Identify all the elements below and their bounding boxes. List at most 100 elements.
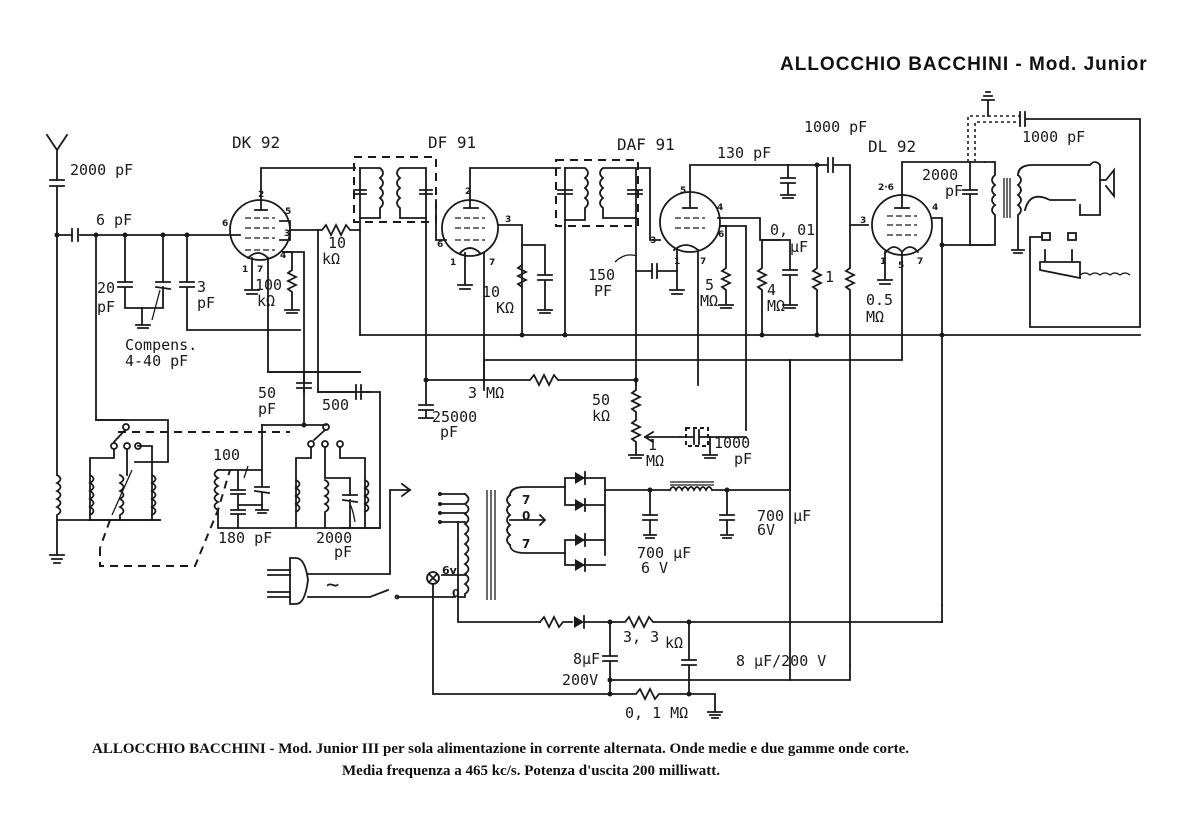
ground-icon	[981, 91, 995, 117]
if-transformer-1	[353, 156, 437, 223]
svg-text:1: 1	[242, 265, 248, 275]
r-50k-label: 50	[592, 391, 610, 409]
cap-700b-label: 700 µF	[757, 507, 811, 525]
cap-1000-fb-label: 1000	[714, 434, 750, 452]
antenna-icon	[45, 133, 69, 181]
cap-001-unit: µF	[790, 238, 808, 256]
band-switch-antenna[interactable]	[88, 419, 157, 521]
cap-130-label: 130 pF	[717, 144, 771, 162]
svg-text:4: 4	[932, 203, 938, 213]
cap-20-label: 20	[97, 279, 115, 297]
volume-potentiometer	[628, 379, 644, 459]
r-05m-unit: MΩ	[866, 308, 884, 326]
tube-dl92	[789, 161, 986, 681]
svg-text:6: 6	[437, 240, 443, 250]
cap-8uf-voltage: 200V	[562, 671, 598, 689]
r-01m-label: 0, 1 MΩ	[625, 704, 688, 722]
rectifier-bridge	[564, 471, 606, 572]
cap-2000-out-unit: pF	[945, 182, 963, 200]
input-cap-label: 6 pF	[96, 211, 132, 229]
tube-dk92-label: DK 92	[232, 133, 280, 152]
r-4m-unit: MΩ	[767, 297, 785, 315]
compens-label: Compens.	[125, 336, 197, 354]
cap-700a-label: 700 µF	[637, 544, 691, 562]
r-3m-label: 3 MΩ	[468, 384, 504, 402]
tube-dk92	[229, 167, 361, 373]
earphone-plug-icon	[1039, 232, 1131, 280]
svg-text:7: 7	[522, 537, 530, 551]
svg-text:3: 3	[284, 229, 290, 239]
cap-25000-label: 25000	[432, 408, 477, 426]
cap-150-unit: PF	[594, 282, 612, 300]
svg-text:4: 4	[280, 251, 286, 261]
svg-text:5: 5	[285, 207, 291, 217]
cap-3-unit: pF	[197, 294, 215, 312]
svg-text:7: 7	[700, 257, 706, 267]
svg-text:7: 7	[257, 265, 263, 275]
cap-25000-unit: pF	[440, 423, 458, 441]
r-1-label: 1	[825, 268, 834, 286]
svg-text:7: 7	[522, 493, 530, 507]
ground-icon	[135, 307, 151, 329]
cap-150-label: 150	[588, 266, 615, 284]
tube-dl92-label: DL 92	[868, 137, 916, 156]
cap-8uf-200-label: 8 µF/200 V	[736, 652, 826, 670]
cap-100-label: 100	[213, 446, 240, 464]
svg-text:3: 3	[505, 215, 511, 225]
svg-text:0: 0	[452, 587, 460, 600]
cap-001-label: 0, 01	[770, 221, 815, 239]
r-10k-b-label: 10	[482, 283, 500, 301]
antenna-cap-label: 2000 pF	[70, 161, 133, 179]
svg-text:7: 7	[917, 257, 923, 267]
header-title: ALLOCCHIO BACCHINI - Mod. Junior	[780, 54, 1148, 75]
cap-700a-voltage: 6 V	[641, 559, 668, 577]
svg-text:2: 2	[465, 187, 471, 197]
output-transformer	[969, 161, 1101, 254]
r-100k-label: 100	[255, 276, 282, 294]
svg-text:1: 1	[674, 257, 680, 267]
band-switch-oscillator[interactable]	[261, 422, 370, 529]
r-5m-label: 5	[705, 276, 714, 294]
svg-text:3: 3	[860, 216, 866, 226]
caption-line-1: ALLOCCHIO BACCHINI - Mod. Junior III per…	[92, 741, 909, 757]
speaker-icon	[1099, 167, 1115, 199]
r-10k-b-unit: KΩ	[496, 299, 514, 317]
cap-20-unit: pF	[97, 298, 115, 316]
cap-50-unit: pF	[258, 400, 276, 418]
cap-1000-fb-unit: pF	[734, 450, 752, 468]
r-50k-unit: kΩ	[592, 407, 610, 425]
svg-text:5: 5	[680, 186, 686, 196]
cap-3-label: 3	[197, 278, 206, 296]
svg-text:6: 6	[718, 230, 724, 240]
cap-500-label: 500	[322, 396, 349, 414]
pilot-lamp-icon	[426, 571, 611, 695]
input-capacitor	[71, 228, 79, 242]
cap-2000-osc-unit: pF	[334, 543, 352, 561]
r-05m-label: 0.5	[866, 291, 893, 309]
r-33k-unit: kΩ	[665, 634, 683, 652]
antenna-capacitor	[49, 179, 65, 236]
pot-1m-unit: MΩ	[646, 452, 664, 470]
compens-range-label: 4-40 pF	[125, 352, 188, 370]
svg-text:3: 3	[650, 236, 656, 246]
tube-df91	[441, 167, 561, 391]
pot-1m-label: 1	[648, 436, 657, 454]
r-5m-unit: MΩ	[700, 292, 718, 310]
svg-text:1: 1	[880, 257, 886, 267]
r-33k-label: 3, 3	[623, 628, 659, 646]
tube-df91-label: DF 91	[428, 133, 476, 152]
filter-choke	[668, 481, 714, 493]
svg-text:0: 0	[522, 509, 530, 523]
svg-text:1: 1	[450, 258, 456, 268]
tube-daf91-label: DAF 91	[617, 135, 675, 154]
cap-700b-voltage: 6V	[757, 521, 775, 539]
r-100k-unit: kΩ	[257, 292, 275, 310]
r-4m-label: 4	[767, 281, 776, 299]
svg-text:6: 6	[222, 219, 228, 229]
cap-50-label: 50	[258, 384, 276, 402]
if-transformer-2	[555, 159, 643, 227]
svg-text:2·6: 2·6	[878, 183, 894, 193]
cap-1000-top-label: 1000 pF	[804, 118, 867, 136]
antenna-coil	[55, 473, 62, 556]
